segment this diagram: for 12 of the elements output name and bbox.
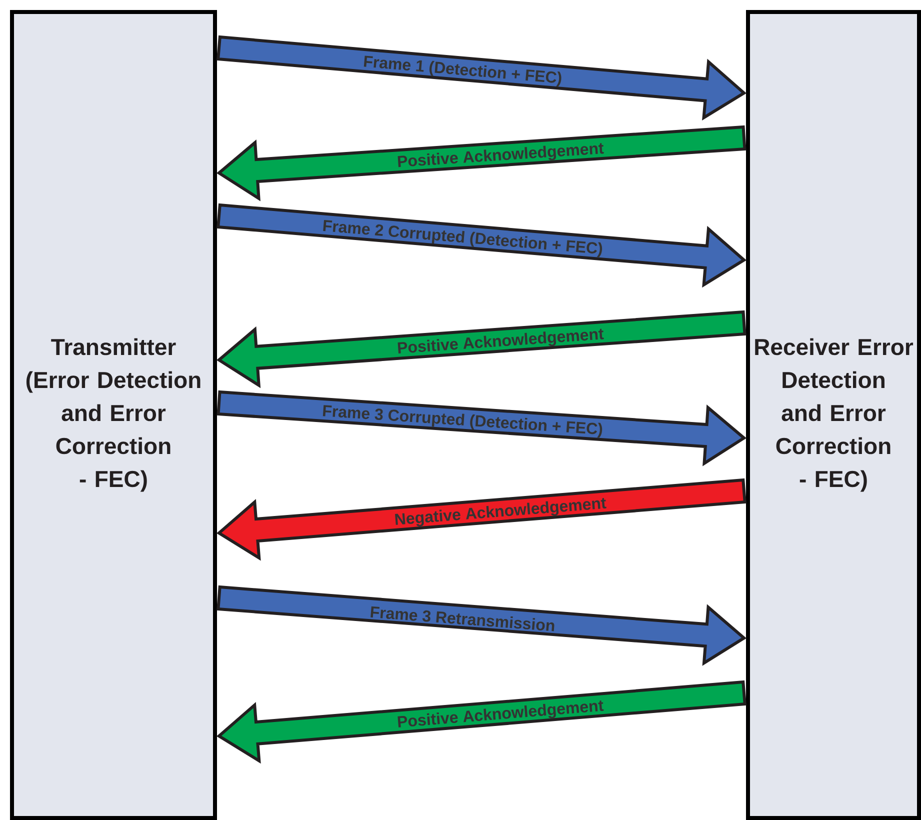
arrow-label: Frame 2 Corrupted (Detection + FEC) xyxy=(323,220,602,258)
arrow-label: Positive Acknowledgement xyxy=(398,700,604,728)
arrow-label: Frame 3 Retransmission xyxy=(370,606,554,632)
arrow-label: Negative Acknowledgement xyxy=(395,498,606,526)
station-box: Transmitter (Error Detection and Error Correction - FEC) xyxy=(10,10,217,820)
arrow-label: Positive Acknowledgement xyxy=(398,328,604,354)
arrow-label: Frame 3 Corrupted (Detection + FEC) xyxy=(322,405,602,438)
station-box: Receiver Error Detection and Error Correction - FEC) xyxy=(746,10,921,820)
arrow-label: Frame 1 (Detection + FEC) xyxy=(364,56,562,87)
block-arrow xyxy=(216,585,747,666)
arrow-label: Positive Acknowledgement xyxy=(398,143,604,168)
block-arrow xyxy=(216,390,747,466)
